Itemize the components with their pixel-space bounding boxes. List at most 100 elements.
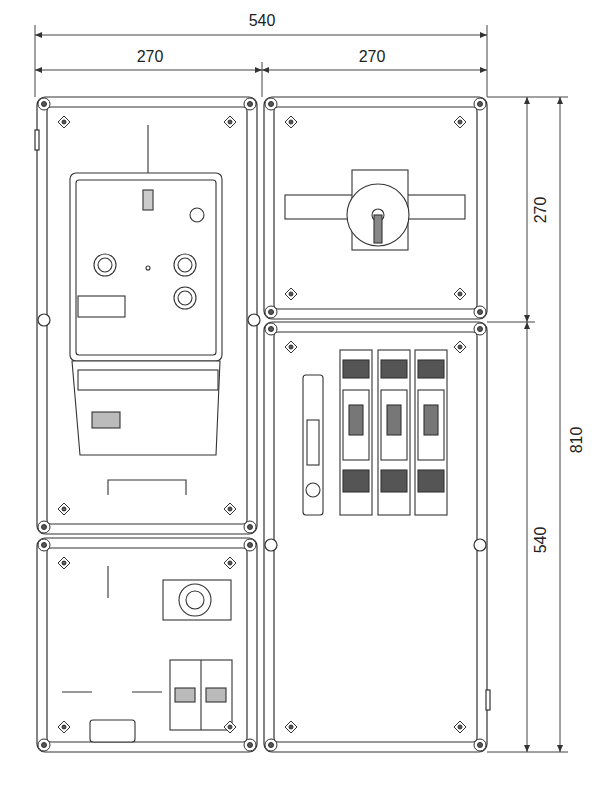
cover-screw [62,561,66,565]
corner-screw [265,306,277,318]
corner-screw [244,98,256,110]
cover-screw [289,345,293,349]
hinge [474,539,486,551]
fuse-switch-top [418,360,444,378]
corner-screw [244,539,256,551]
latch [486,690,490,710]
fuse-switch-handle [349,405,363,435]
latch [35,130,39,150]
dimension-lines [35,25,568,752]
fuse-screw [306,483,320,497]
fuse-holder [303,375,323,515]
cover-screw [228,725,232,729]
corner-screw [474,739,486,751]
corner-screw [478,743,483,748]
fuse-switch [340,350,372,515]
cover-screw [458,292,462,296]
cover-screw [285,721,297,733]
extension-line [487,25,488,97]
cover-screw [454,721,466,733]
fuse-switch-cover [418,390,444,460]
fuse-switch [378,350,410,515]
meter-dot [146,266,150,270]
cover-screw [228,561,232,565]
socket [186,591,204,609]
corner-screw [248,525,253,530]
cover-screw [62,507,66,511]
dimension-label: 270 [135,49,166,65]
corner-screw [38,739,50,751]
corner-screw [269,327,274,332]
corner-screw [42,543,47,548]
corner-screw [42,743,47,748]
cover-screw [458,725,462,729]
meter-enclosure [37,97,257,534]
dimension-label: 810 [569,425,585,456]
mounting-slot [62,691,162,692]
cover-screw [58,116,70,128]
corner-screw [265,739,277,751]
cover-screw [62,725,66,729]
circuit-breaker [170,660,232,730]
cable-entry [108,480,186,495]
corner-screw [38,521,50,533]
fuse-switch-group [340,350,447,515]
cover-screw [458,345,462,349]
corner-screw [265,323,277,335]
cover-screw [58,721,70,733]
seal [143,190,153,210]
meter [70,125,222,495]
meter-button [178,258,192,272]
corner-screw [478,310,483,315]
cover-screw [58,557,70,569]
dimension-line [560,97,561,752]
hinge [265,539,277,551]
cover-screw [289,120,293,124]
extension-line [487,322,535,323]
meter-display [78,296,125,317]
cover-screw [224,721,236,733]
lower-left-devices [62,566,232,742]
breaker-lever [175,688,195,702]
cover-screw [454,288,466,300]
circuit-breaker [200,660,201,730]
switch-knob [347,184,409,246]
meter-label [92,412,120,428]
enclosure-inner [47,107,247,524]
enclosure-inner [274,107,477,309]
dimension-line [35,70,262,71]
corner-screw [478,327,483,332]
cover-screw [224,116,236,128]
dimension-label: 540 [247,13,278,29]
extension-line [262,62,263,97]
cover-screw [62,120,66,124]
label-window [90,720,135,742]
corner-screw [38,539,50,551]
dimension-line [35,35,487,36]
socket [179,584,211,616]
cover-screw [285,288,297,300]
fuse-switch-handle [387,405,401,435]
screws [38,98,486,751]
corner-screw [265,98,277,110]
cover-screw [228,120,232,124]
fuse-switch-bottom [343,470,369,492]
fuse-enclosure [264,322,487,752]
switch-enclosure [264,97,487,319]
fuse-switch-handle [424,405,438,435]
dimension-line [527,97,528,322]
meter-lamp [98,258,112,272]
cover-screw [289,725,293,729]
meter-face [76,180,216,355]
terminal-strip [78,370,218,390]
dimension-line [527,322,528,752]
corner-screw [248,543,253,548]
cover-screw [224,503,236,515]
meter-button [174,254,196,276]
corner-screw [474,323,486,335]
hinge [38,314,50,326]
fuse-switch-top [343,360,369,378]
corner-screw [248,743,253,748]
fuse-switch-cover [381,390,407,460]
